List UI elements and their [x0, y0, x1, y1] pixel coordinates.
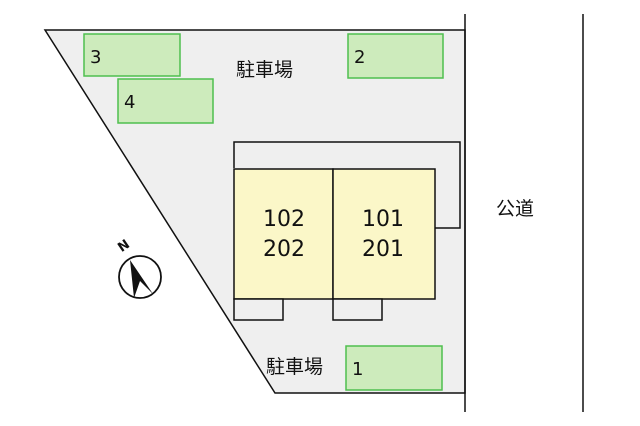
- parking-label-north: 駐車場: [236, 59, 293, 81]
- unit-number-202: 202: [263, 237, 305, 262]
- porch-right: [332, 298, 383, 321]
- parking-space-4-number: 4: [124, 92, 135, 113]
- porch-left: [233, 298, 284, 321]
- compass-north-label: N: [115, 237, 133, 256]
- parking-label-south: 駐車場: [266, 356, 323, 378]
- parking-space-3-number: 3: [90, 47, 101, 68]
- building-outline: [233, 141, 461, 229]
- unit-block-left: [233, 168, 334, 300]
- compass: N: [115, 237, 162, 299]
- unit-number-102: 102: [263, 207, 305, 232]
- compass-needle-icon: [130, 260, 153, 298]
- parking-space-2-number: 2: [354, 47, 365, 68]
- unit-number-201: 201: [362, 237, 404, 262]
- road-label: 公道: [496, 198, 534, 220]
- parking-space-3: [83, 33, 181, 77]
- parking-space-2: [347, 33, 444, 79]
- unit-block-right: [332, 168, 436, 300]
- parking-space-1-number: 1: [352, 359, 363, 380]
- parking-space-1: [345, 345, 443, 391]
- unit-number-101: 101: [362, 207, 404, 232]
- parking-space-4: [117, 78, 214, 124]
